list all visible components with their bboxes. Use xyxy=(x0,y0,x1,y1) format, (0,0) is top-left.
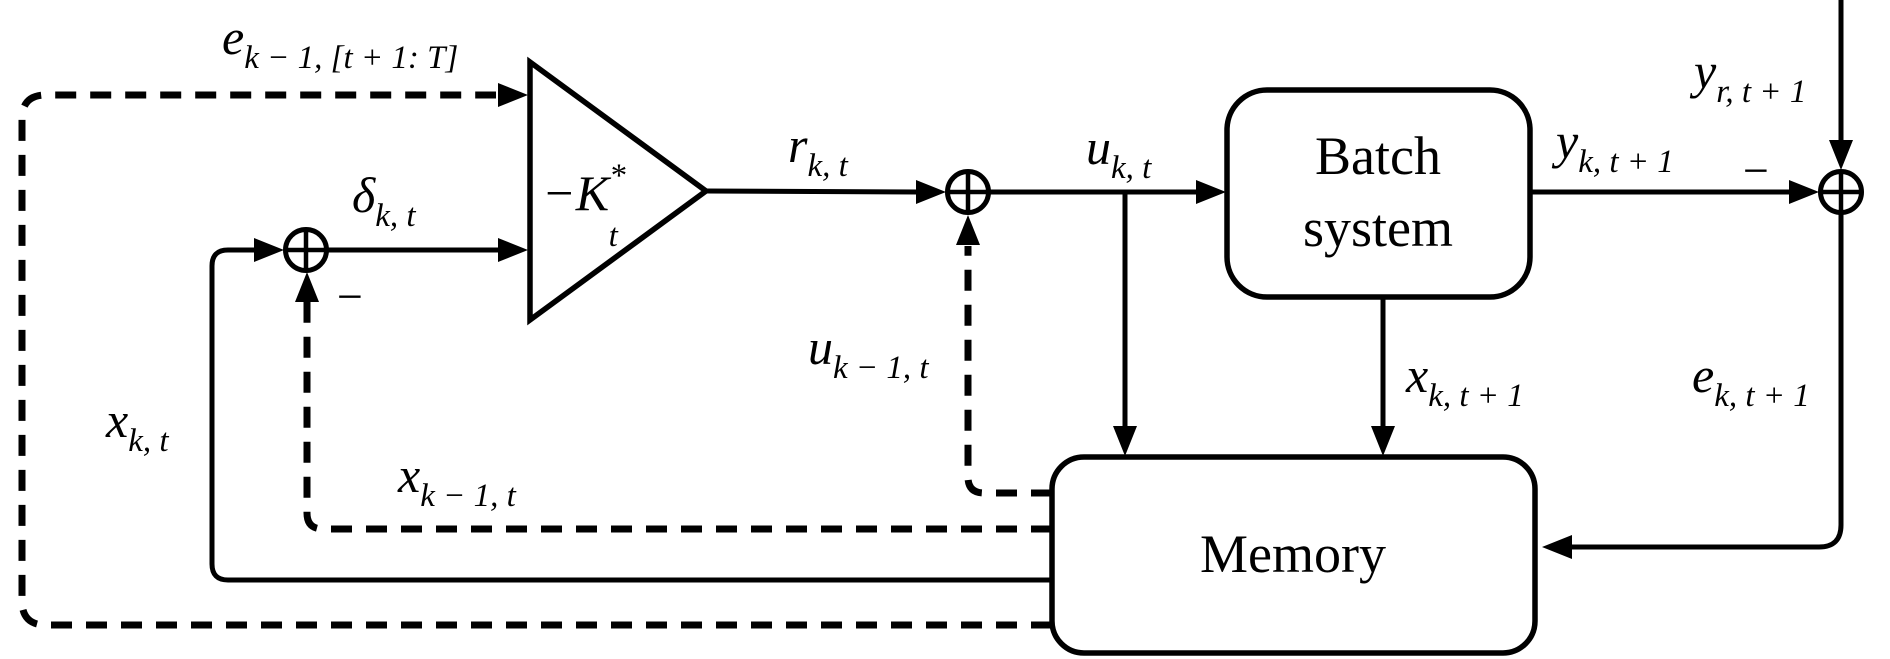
sum-junction-state xyxy=(283,227,329,273)
u-prev-arrowhead-icon xyxy=(956,215,980,245)
batch-system-block: Batch system xyxy=(1224,87,1533,300)
y-output-path xyxy=(1530,180,1819,204)
label-u-prev: uk − 1, t xyxy=(808,319,929,386)
label-delta: δk, t xyxy=(352,167,416,234)
x-cur-line xyxy=(209,247,1052,583)
sum-junction-error-plus-icon xyxy=(1823,174,1859,210)
label-y-out: yk, t + 1 xyxy=(1551,113,1674,180)
e-prev-arrowhead-icon xyxy=(498,83,528,107)
e-next-path xyxy=(1542,213,1844,559)
label-x-next: xk, t + 1 xyxy=(1405,347,1524,414)
label-x-cur: xk, t xyxy=(105,392,169,459)
e-next-arrowhead-icon xyxy=(1542,535,1572,559)
feedback-path-e-prev xyxy=(18,83,1052,629)
label-e-prev: ek − 1, [t + 1: T] xyxy=(222,9,458,76)
r-path xyxy=(705,180,946,204)
y-out-arrowhead-icon xyxy=(1789,180,1819,204)
u-branch-arrowhead-icon xyxy=(1113,426,1137,456)
x-cur-arrowhead-icon xyxy=(254,238,284,262)
x-next-path xyxy=(1371,297,1395,456)
gain-triangle xyxy=(527,56,711,326)
u-path xyxy=(989,180,1226,456)
state-feedback-path-x xyxy=(209,238,1052,583)
batch-system-box xyxy=(1224,87,1533,300)
delta-path xyxy=(326,238,528,262)
label-y-ref: yr, t + 1 xyxy=(1689,43,1806,110)
gain-label: −K*t xyxy=(542,158,626,254)
label-r: rk, t xyxy=(788,117,849,184)
u-prev-dashed-line xyxy=(964,246,1052,497)
u-arrowhead-icon xyxy=(1196,180,1226,204)
x-prev-dashed-line xyxy=(303,302,1052,533)
minus-sign-state-junction: − xyxy=(337,271,363,322)
memory-box xyxy=(1049,454,1538,656)
x-next-arrowhead-icon xyxy=(1371,426,1395,456)
sum-junction-input xyxy=(945,169,991,215)
label-u: uk, t xyxy=(1086,119,1152,186)
memory-block: Memory xyxy=(1049,454,1538,656)
e-next-line xyxy=(1572,213,1844,550)
e-prev-dashed-line xyxy=(18,91,1052,629)
feedback-path-x-prev xyxy=(295,272,1052,533)
delta-arrowhead-icon xyxy=(498,238,528,262)
x-prev-arrowhead-icon xyxy=(295,272,319,302)
r-line xyxy=(705,188,919,195)
y-ref-arrowhead-icon xyxy=(1829,140,1853,170)
sum-junction-input-plus-icon xyxy=(950,174,986,210)
batch-system-label-line2: system xyxy=(1303,198,1453,258)
y-ref-path xyxy=(1829,0,1853,170)
memory-label: Memory xyxy=(1200,524,1386,584)
sum-junction-error xyxy=(1818,169,1864,215)
r-arrowhead-icon xyxy=(916,180,946,204)
gain-block: −K*t xyxy=(527,56,711,326)
feedback-path-u-prev xyxy=(956,215,1052,497)
batch-system-label-line1: Batch xyxy=(1315,126,1441,186)
label-e-next: ek, t + 1 xyxy=(1692,347,1810,414)
sum-junction-state-plus-icon xyxy=(288,232,324,268)
label-x-prev: xk − 1, t xyxy=(397,447,517,514)
minus-sign-output-junction: − xyxy=(1743,145,1769,196)
